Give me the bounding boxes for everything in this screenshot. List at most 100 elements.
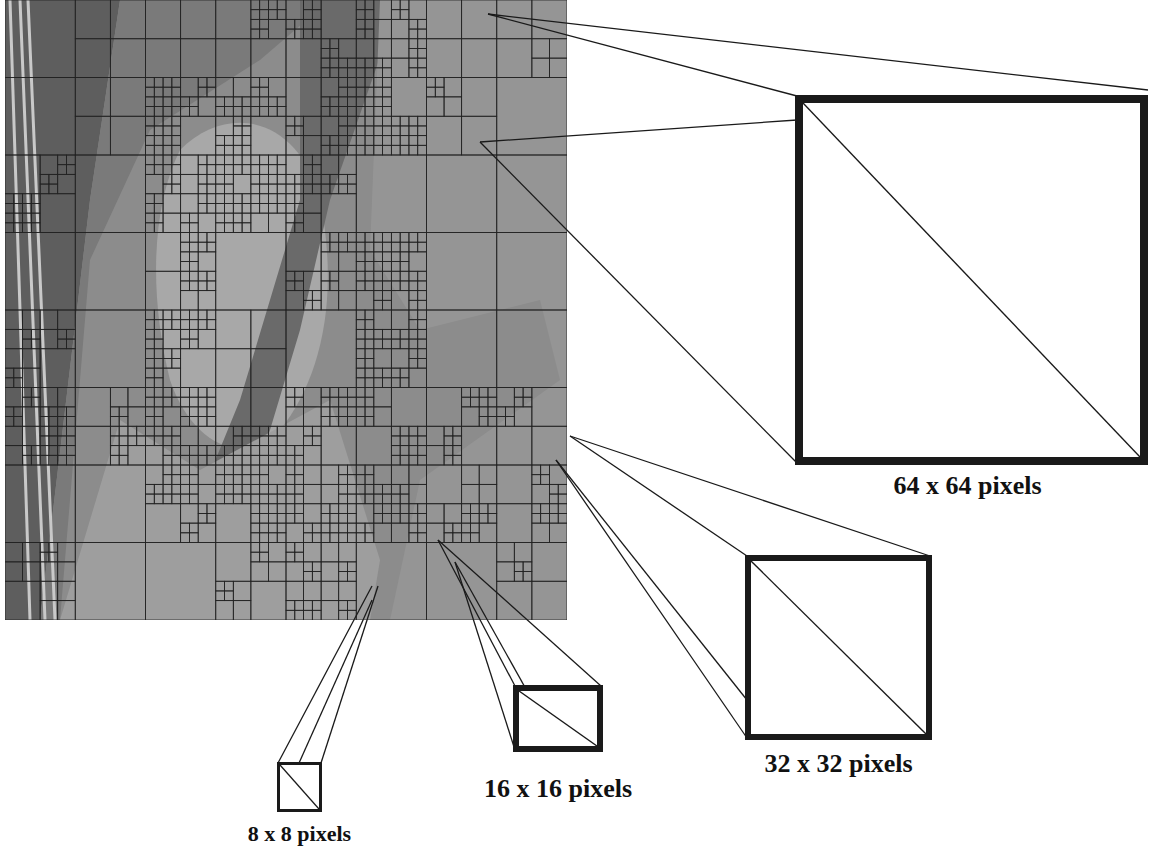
quadtree-cell <box>365 475 374 485</box>
quadtree-cell <box>5 0 75 78</box>
quadtree-cell <box>198 165 207 175</box>
quadtree-cell <box>321 513 330 523</box>
quadtree-cell <box>304 610 313 620</box>
quadtree-cell <box>172 426 181 436</box>
quadtree-cell <box>163 97 172 107</box>
quadtree-cell <box>225 184 234 194</box>
quadtree-cell <box>286 475 295 485</box>
quadtree-cell <box>251 475 260 485</box>
quadtree-cell <box>312 10 321 20</box>
quadtree-cell <box>58 562 76 581</box>
block-diagonal <box>751 561 926 734</box>
quadtree-cell <box>216 591 225 601</box>
quadtree-cell <box>418 300 427 310</box>
quadtree-cell <box>391 262 400 272</box>
quadtree-cell <box>356 504 374 523</box>
quadtree-cell <box>365 29 374 39</box>
quadtree-cell <box>14 213 23 223</box>
quadtree-cell <box>347 58 356 68</box>
quadtree-cell <box>427 87 436 97</box>
quadtree-cell <box>216 233 286 311</box>
quadtree-cell <box>356 417 365 427</box>
quadtree-cell <box>374 465 392 484</box>
quadtree-cell <box>163 194 181 213</box>
quadtree-cell <box>427 310 497 388</box>
quadtree-cell <box>225 165 234 175</box>
quadtree-cell <box>339 572 348 582</box>
quadtree-cell <box>304 601 313 611</box>
quadtree-cell <box>391 513 400 523</box>
quadtree-cell <box>409 136 418 146</box>
quadtree-cell <box>268 0 277 10</box>
quadtree-cell <box>347 136 356 146</box>
quadtree-cell <box>427 446 445 465</box>
quadtree-cell <box>66 155 75 165</box>
quadtree-cell <box>356 494 365 504</box>
quadtree-cell <box>172 184 181 194</box>
quadtree-cell <box>75 426 110 465</box>
quadtree-cell <box>365 68 374 78</box>
quadtree-cell <box>40 329 58 348</box>
quadtree-cell <box>268 436 277 446</box>
quadtree-cell <box>304 562 313 572</box>
quadtree-cell <box>418 68 427 78</box>
quadtree-cell <box>198 281 207 291</box>
quadtree-cell <box>409 300 418 310</box>
quadtree-cell <box>146 504 181 543</box>
quadtree-cell <box>286 426 304 445</box>
quadtree-cell <box>356 262 365 272</box>
quadtree-cell <box>242 155 251 165</box>
quadtree-cell <box>207 271 216 281</box>
quadtree-cell <box>260 155 269 165</box>
quadtree-cell <box>260 484 269 494</box>
quadtree-cell <box>163 174 172 184</box>
quadtree-cell <box>409 0 427 19</box>
quadtree-cell <box>5 378 14 388</box>
quadtree-cell <box>286 281 295 291</box>
quadtree-cell <box>66 407 75 417</box>
quadtree-cell <box>391 145 400 155</box>
quadtree-cell <box>409 281 418 291</box>
quadtree-cell <box>154 358 163 368</box>
quadtree-cell <box>172 397 181 407</box>
quadtree-cell <box>198 523 216 542</box>
quadtree-cell <box>330 533 339 543</box>
quadtree-cell <box>339 97 348 107</box>
quadtree-cell <box>383 116 392 126</box>
quadtree-cell <box>304 446 322 465</box>
quadtree-cell <box>146 145 155 155</box>
quadtree-cell <box>295 29 304 39</box>
quadtree-cell <box>14 417 23 427</box>
quadtree-cell <box>339 562 348 572</box>
quadtree-cell <box>198 426 216 445</box>
quadtree-cell <box>286 136 304 155</box>
quadtree-cell <box>286 310 356 388</box>
quadtree-cell <box>146 155 155 165</box>
quadtree-cell <box>23 543 41 562</box>
quadtree-cell <box>242 97 251 107</box>
quadtree-cell <box>391 310 409 329</box>
quadtree-cell <box>330 58 339 68</box>
quadtree-cell <box>260 87 269 97</box>
quadtree-cell <box>391 39 409 58</box>
quadtree-cell <box>172 446 181 456</box>
quadtree-cell <box>356 426 391 465</box>
quadtree-cell <box>207 155 216 165</box>
quadtree-cell <box>40 388 58 407</box>
quadtree-cell <box>418 504 427 514</box>
quadtree-cell <box>383 484 392 494</box>
quadtree-cell <box>532 58 550 77</box>
quadtree-cell <box>532 513 541 523</box>
quadtree-cell <box>216 601 234 620</box>
quadtree-cell <box>198 203 207 213</box>
quadtree-cell <box>479 417 488 427</box>
quadtree-cell <box>374 407 392 426</box>
quadtree-cell <box>146 426 155 436</box>
quadtree-cell <box>409 242 418 252</box>
quadtree-cell <box>181 339 190 349</box>
quadtree-cell <box>400 329 409 339</box>
quadtree-cell <box>189 310 198 320</box>
quadtree-cell <box>189 281 198 291</box>
quadtree-cell <box>225 213 234 223</box>
